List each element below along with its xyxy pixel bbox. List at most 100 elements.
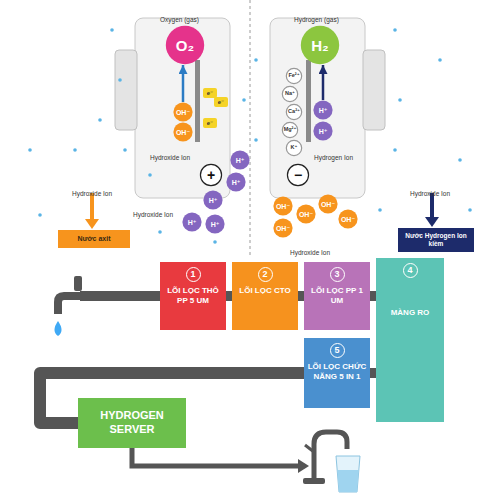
node-content: Na⁺: [282, 91, 298, 97]
node-content: H⁺: [230, 157, 250, 164]
circle-fill: [226, 172, 245, 191]
hydroxide-ion: OH⁻: [338, 209, 358, 229]
flow-arrow: [182, 65, 185, 102]
node-content: −: [287, 168, 309, 182]
faucet-base: [303, 478, 325, 484]
glass: [336, 456, 360, 492]
water-dot: [158, 230, 162, 234]
box-label: LÕI LỌC CHỨC NĂNG 5 IN 1: [307, 362, 367, 382]
water-dot: [38, 213, 42, 217]
text-label: Hydroxide Ion: [150, 154, 190, 161]
water-dot: [242, 98, 246, 102]
node-content: e⁻: [203, 119, 217, 127]
circle-fill: [286, 140, 301, 155]
hydroxide-ion: OH⁻: [273, 196, 293, 216]
circle-fill: [203, 190, 222, 209]
symbol-text: Ca²⁺: [288, 109, 300, 115]
node-content: H⁺: [203, 197, 223, 204]
gas-molecule: O₂: [165, 25, 205, 65]
circle-fill: [273, 196, 292, 215]
node-content: +: [200, 168, 222, 182]
symbol-text: H⁺: [319, 128, 328, 135]
filter-stage-box: 1LÕI LỌC THÔ PP 5 UM: [160, 262, 226, 330]
water-dot: [98, 118, 102, 122]
water-dot: [148, 173, 152, 177]
circle-fill: [200, 164, 221, 185]
symbol-text: Fe²⁺: [288, 73, 299, 79]
symbol-text: H⁺: [236, 157, 245, 164]
symbol-text: H₂: [311, 38, 329, 53]
electrolysis-housing: [270, 18, 365, 198]
electrode-plate: [306, 60, 311, 142]
center-divider: [250, 0, 251, 255]
node-content: OH⁻: [318, 201, 338, 208]
polarity-sign: −: [287, 164, 309, 186]
symbol-text: Na⁺: [285, 91, 295, 97]
filter-stage-box: 5LÕI LỌC CHỨC NĂNG 5 IN 1: [304, 338, 370, 408]
text-label: Hydroxide Ion: [133, 211, 173, 218]
text-label-holder: Hydroxide Ion: [150, 146, 190, 164]
output-box: Nước Hydrogen Ion kiềm: [398, 228, 474, 252]
water-dot: [458, 158, 462, 162]
filter-stage-box: 2LÕI LỌC CTO: [232, 262, 298, 330]
node-content: H⁺: [205, 221, 225, 228]
server-box: HYDROGEN SERVER: [78, 398, 186, 448]
water-dots: [28, 28, 472, 244]
node-content: Nước Hydrogen Ion kiềm: [398, 231, 474, 249]
water-dot: [393, 148, 397, 152]
water-dot: [393, 28, 397, 32]
electron-tag: e⁻: [214, 97, 228, 107]
water-dot: [118, 78, 122, 82]
polarity-sign: +: [200, 164, 222, 186]
gas-molecule: H₂: [300, 25, 340, 65]
circle-fill: [287, 164, 308, 185]
symbol-text: +: [207, 168, 215, 182]
water-dot: [378, 208, 382, 212]
symbol-text: OH⁻: [176, 129, 190, 136]
hydrogen-ion: H⁺: [313, 121, 333, 141]
node-content: K⁺: [286, 145, 302, 151]
output-arrowhead: [425, 217, 439, 227]
hydroxide-ion: OH⁻: [273, 218, 293, 238]
node-content: 1LÕI LỌC THÔ PP 5 UM: [160, 262, 226, 310]
node-content: O₂: [165, 38, 205, 53]
output-box: Nước axit: [58, 230, 130, 248]
housing-cap: [363, 50, 385, 130]
circle-fill: [318, 194, 337, 213]
electrolysis-housing: [135, 18, 230, 198]
box-label: e⁻: [207, 120, 214, 126]
hydroxide-ion: OH⁻: [173, 102, 193, 122]
node-content: 5LÕI LỌC CHỨC NĂNG 5 IN 1: [304, 338, 370, 386]
water-dot: [468, 208, 472, 212]
symbol-text: OH⁻: [276, 203, 290, 210]
water-dot: [398, 98, 402, 102]
node-content: OH⁻: [273, 203, 293, 210]
circle-fill: [282, 122, 297, 137]
inlet-pipe: [80, 291, 160, 301]
filter-stage-box: 3LÕI LỌC PP 1 UM: [304, 262, 370, 330]
text-label: Hydroxide Ion: [410, 190, 450, 197]
node-content: Nước axit: [58, 234, 130, 245]
symbol-text: H⁺: [319, 107, 328, 114]
text-label: Hydroxide Ion: [72, 190, 112, 197]
circle-fill: [313, 100, 332, 119]
electrode-plate: [195, 60, 200, 142]
circle-fill: [282, 86, 297, 101]
node-content: 3LÕI LỌC PP 1 UM: [304, 262, 370, 310]
water-dot: [123, 148, 127, 152]
water-dot: [254, 138, 258, 142]
text-label: Oxygen (gas): [160, 16, 199, 23]
node-content: OH⁻: [273, 225, 293, 232]
electron-tag: e⁻: [203, 118, 217, 128]
circle-fill: [173, 122, 192, 141]
water-dot: [213, 240, 217, 244]
filter-stage-box: 4MÀNG RO: [376, 258, 444, 422]
outlet-pipe: [132, 448, 300, 466]
ion-circle: K⁺: [286, 140, 302, 156]
node-content: HYDROGEN SERVER: [78, 405, 186, 441]
water-dot: [28, 148, 32, 152]
symbol-text: −: [294, 168, 302, 182]
faucet-handle: [74, 276, 82, 291]
hydrogen-ion: H⁺: [205, 214, 225, 234]
node-content: H₂: [300, 38, 340, 53]
